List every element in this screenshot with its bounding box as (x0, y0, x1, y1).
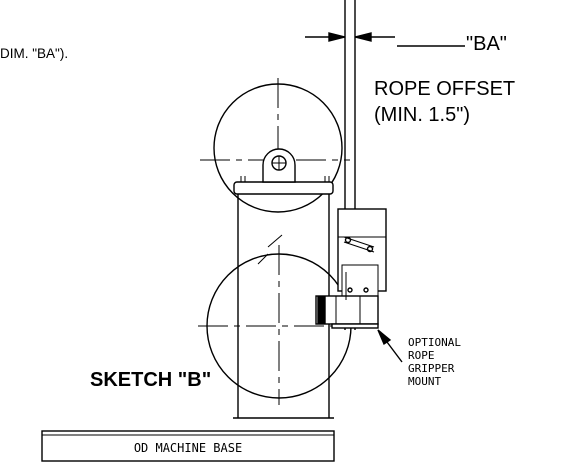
rope-offset-min-label: (MIN. 1.5") (374, 104, 470, 126)
rope-offset-dimension (305, 32, 465, 47)
machine-base (41, 430, 335, 462)
optional-label: OPTIONAL (408, 336, 461, 349)
leader-arrowhead (377, 329, 392, 346)
leader-arrow (377, 329, 403, 363)
machine-base-label: OD MACHINE BASE (134, 441, 242, 455)
rope-offset-label: ROPE OFFSET (374, 78, 515, 100)
rope-label: ROPE (408, 349, 435, 362)
column-housing (233, 176, 334, 419)
dimension-arrow-left (328, 32, 346, 42)
lifting-eye (262, 148, 296, 183)
gripper-label: GRIPPER (408, 362, 455, 375)
sketch-title: SKETCH "B" (90, 369, 211, 391)
ba-label: "BA" (466, 33, 507, 55)
dimension-arrow-right (354, 32, 372, 42)
mount-label: MOUNT (408, 375, 441, 388)
dim-note-text: DIM. "BA"). (0, 46, 68, 61)
gripper-mount (315, 264, 379, 329)
